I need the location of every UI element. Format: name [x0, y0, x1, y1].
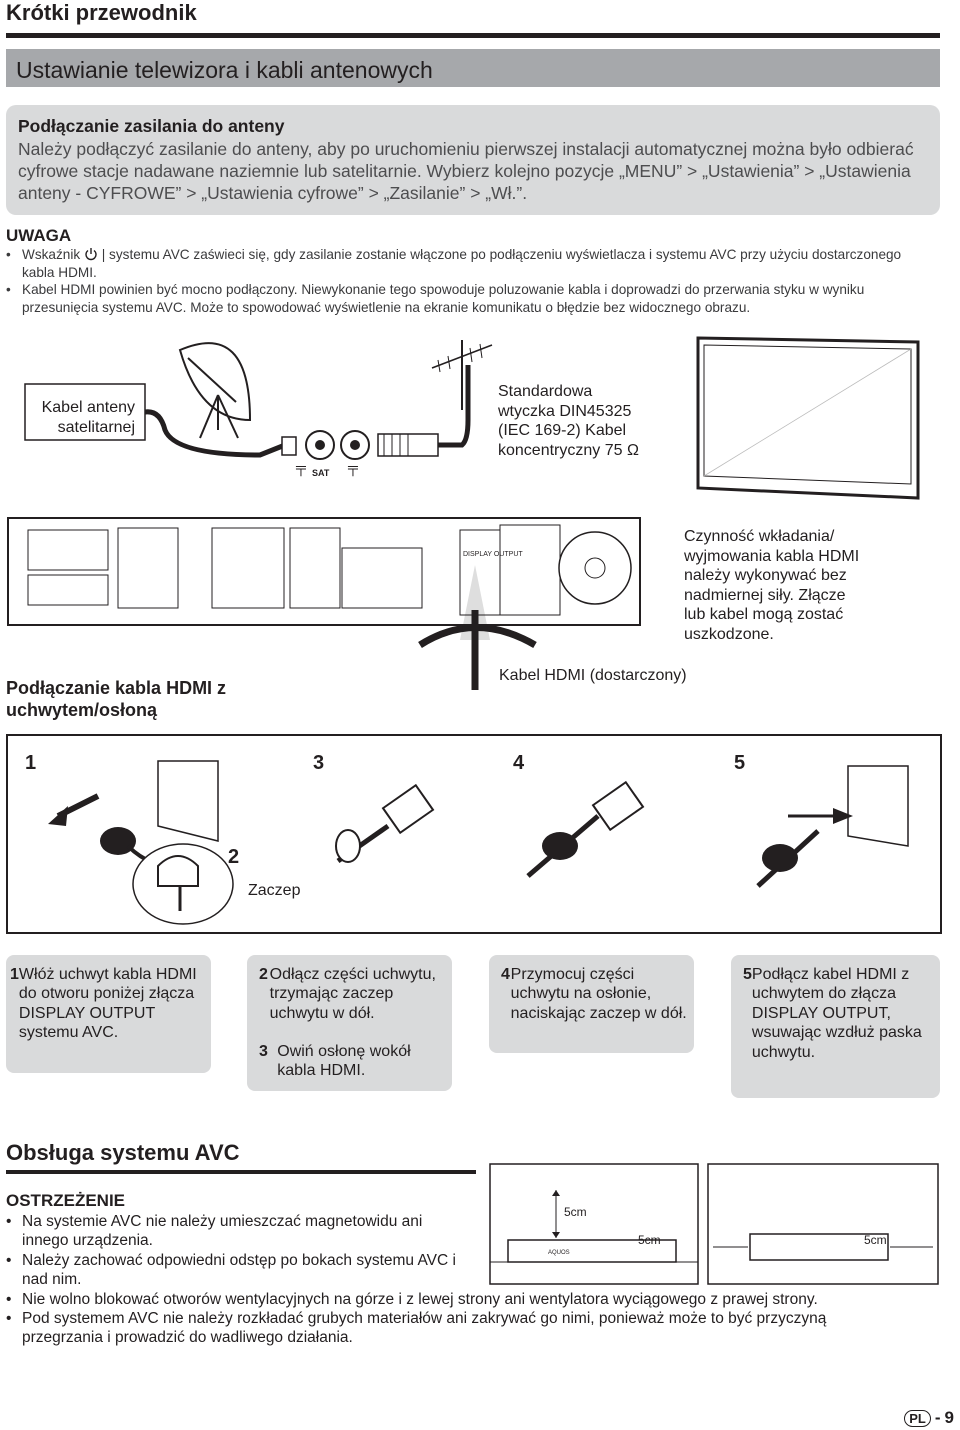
gap-right-label: 5cm: [864, 1233, 887, 1247]
hdmi-holder-heading: Podłączanie kabla HDMI z uchwytem/osłoną: [6, 678, 227, 720]
insert-arrow: [418, 624, 537, 649]
avc-warning-item: Nie wolno blokować otworów wentylacyjnyc…: [6, 1290, 906, 1310]
connection-diagram: ╤ SAT ╤ DISPLAY OUTPUT: [7, 336, 920, 690]
step-number: 4: [513, 752, 525, 774]
note-item: Wskaźnik | systemu AVC zaświeci się, gdy…: [6, 246, 936, 281]
header-rule: [6, 33, 940, 38]
page-header-title: Krótki przewodnik: [6, 0, 197, 25]
instruction-card: 5 Podłącz kabel HDMI z uchwytem do złącz…: [731, 955, 940, 1098]
instruction-card: 2 Odłącz części uchwytu, trzymając zacze…: [247, 955, 452, 1091]
terrestrial-antenna-icon: [431, 340, 493, 410]
note-heading: UWAGA: [6, 226, 72, 245]
card-number: 3: [259, 1043, 268, 1060]
avc-warning-item: Należy zachować odpowiedni odstęp po bok…: [6, 1251, 462, 1290]
card-text: Podłącz kabel HDMI z uchwytem do złącza …: [751, 966, 922, 1061]
card-number: 5: [743, 966, 752, 983]
card-text: Włóż uchwyt kabla HDMI do otworu poniżej…: [18, 966, 197, 1042]
brand-label: AQUOS: [548, 1250, 570, 1256]
tv-illustration: [696, 336, 920, 500]
card-text: Odłącz części uchwytu, trzymając zaczep …: [269, 966, 436, 1022]
note-item-text: Wskaźnik: [22, 247, 81, 262]
display-output-label: DISPLAY OUTPUT: [463, 551, 523, 558]
steps-drawing: [48, 760, 909, 925]
step-number: 3: [313, 752, 325, 774]
sat-port-label: SAT: [312, 468, 330, 478]
note-list: Wskaźnik | systemu AVC zaświeci się, gdy…: [6, 246, 936, 316]
footer-separator: -: [934, 1408, 941, 1427]
clearance-diagram: AQUOS 5cm 5cm 5cm: [489, 1163, 939, 1285]
power-icon: [84, 246, 98, 264]
avc-rule: [6, 1170, 476, 1174]
language-badge: PL: [904, 1409, 931, 1427]
sat-cable-label: Kabel anteny satelitarnej: [41, 399, 135, 436]
avc-top-view: [749, 1233, 889, 1261]
hdmi-warning-label: Czynność wkładania/ wyjmowania kabla HDM…: [684, 528, 860, 643]
satellite-dish-icon: [178, 342, 252, 439]
din-plug-label: Standardowa wtyczka DIN45325 (IEC 169-2)…: [498, 383, 639, 459]
avc-warning-heading: OSTRZEŻENIE: [6, 1191, 126, 1210]
section-bar: [6, 49, 940, 87]
card-number: 4: [501, 966, 510, 983]
f-connector: [281, 436, 297, 456]
info-box: [6, 105, 940, 215]
section-title: Ustawianie telewizora i kabli antenowych: [16, 57, 433, 83]
avc-section-title: Obsługa systemu AVC: [6, 1140, 240, 1165]
note-item-text: systemu AVC zaświeci się, gdy zasilanie …: [22, 247, 902, 280]
sat-cable: [144, 409, 286, 458]
hdmi-cable-label: Kabel HDMI (dostarczony): [499, 667, 687, 684]
card-text: Owiń osłonę wokół kabla HDMI.: [277, 1043, 411, 1080]
instruction-card: 4 Przymocuj części uchwytu na osłonie, n…: [489, 955, 694, 1053]
svg-text:╤: ╤: [347, 459, 358, 477]
instruction-card: 1 Włóż uchwyt kabla HDMI do otworu poniż…: [6, 955, 211, 1073]
avc-warning-item: Pod systemem AVC nie należy rozkładać gr…: [6, 1309, 906, 1348]
avc-warning-list: Na systemie AVC nie należy umieszczać ma…: [6, 1212, 906, 1348]
gap-left-label: 5cm: [638, 1233, 661, 1247]
steps-illustration-box: [6, 734, 942, 934]
gap-top-label: 5cm: [564, 1205, 587, 1219]
coax-cable: [438, 365, 471, 448]
card-text: Przymocuj części uchwytu na osłonie, nac…: [510, 966, 687, 1022]
card-number: 1: [10, 966, 19, 983]
svg-text:╤: ╤: [295, 459, 306, 477]
info-body: Należy podłączyć zasilanie do anteny, ab…: [18, 139, 914, 203]
avc-warning-item: Na systemie AVC nie należy umieszczać ma…: [6, 1212, 462, 1251]
page-number: 9: [944, 1408, 954, 1427]
card-number: 2: [259, 966, 268, 983]
step-number: 5: [734, 752, 746, 774]
separator-bar: |: [101, 247, 106, 262]
step-number: 1: [25, 752, 37, 774]
avc-rear-panel: DISPLAY OUTPUT: [7, 517, 641, 626]
page-footer: PL - 9: [904, 1408, 954, 1428]
info-heading: Podłączanie zasilania do anteny: [18, 116, 285, 136]
sat-callout-frame: [24, 383, 146, 441]
step-number: 2: [228, 846, 240, 868]
clip-label: Zaczep: [248, 882, 301, 899]
note-item: Kabel HDMI powinien być mocno podłączony…: [6, 281, 936, 316]
